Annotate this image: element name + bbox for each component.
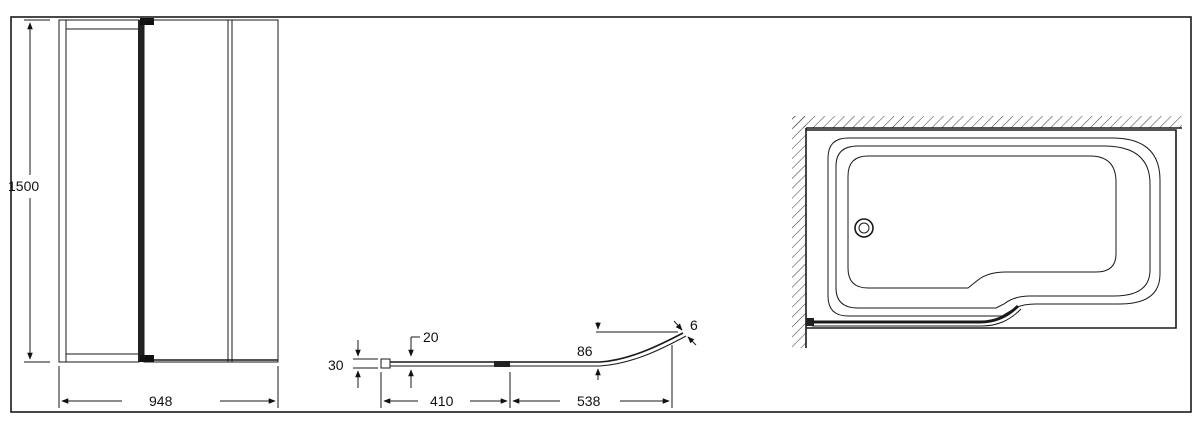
profile-box xyxy=(380,358,391,369)
plan-view xyxy=(792,116,1182,348)
wall-top-hatch xyxy=(792,116,1182,128)
edge-label: 6 xyxy=(690,317,698,333)
glass-thickness-label: 20 xyxy=(423,329,439,345)
curve-depth-label: 86 xyxy=(577,343,593,359)
straight-length-label: 410 xyxy=(430,393,454,409)
height-dimension-label: 1500 xyxy=(8,178,39,194)
bath-basin-outer xyxy=(827,137,1161,317)
width-dimension-label: 948 xyxy=(149,393,173,409)
fixed-panel xyxy=(58,19,140,363)
drain-icon xyxy=(854,218,874,238)
curved-length-label: 538 xyxy=(577,393,601,409)
section-view: 20 30 410 538 86 6 xyxy=(328,317,698,409)
bath-basin-inner xyxy=(847,155,1117,289)
wall-left-hatch xyxy=(792,116,806,348)
elevation-view: 1500 948 xyxy=(8,18,279,409)
drawing-frame xyxy=(10,16,1192,413)
bath-rim xyxy=(806,129,1177,329)
screen-plan xyxy=(812,304,1020,324)
swing-panel xyxy=(143,19,279,363)
profile-height-label: 30 xyxy=(328,357,344,373)
curved-glass xyxy=(510,332,684,363)
hinge-profile xyxy=(138,20,144,362)
